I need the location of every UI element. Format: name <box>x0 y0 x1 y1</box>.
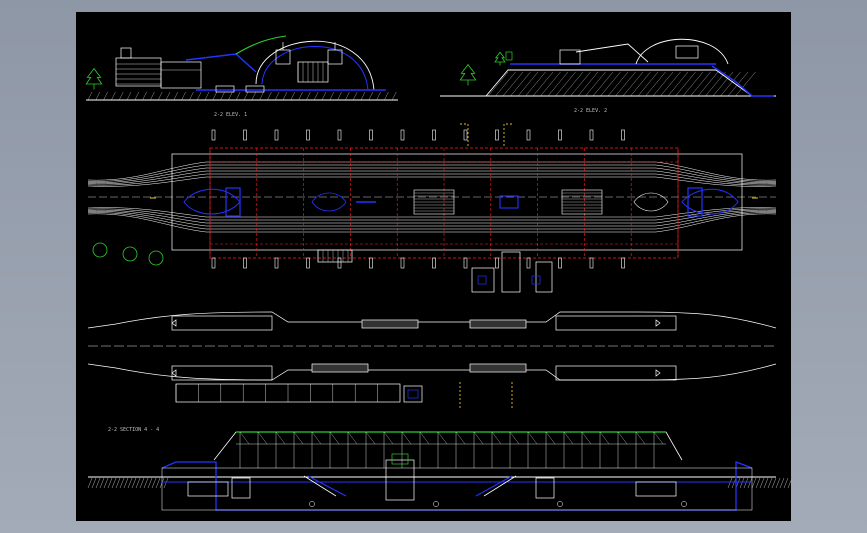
wheel-icon <box>309 501 315 507</box>
wheel-icon <box>681 501 687 507</box>
section-caption: 2-2 SECTION 4 - 4 <box>108 427 159 433</box>
track-plan-view <box>87 311 777 408</box>
elevation-caption: 2-2 ELEV. 2 <box>574 108 607 114</box>
tree-icon <box>85 67 103 90</box>
cad-drawing[interactable]: 2-2 ELEV. 1 2-2 ELEV. 2 2-2 SECTION 4 - … <box>76 12 791 521</box>
tree-icon <box>92 242 108 258</box>
tree-icon <box>122 246 138 262</box>
plan-caption: 2-2 ELEV. 1 <box>214 112 247 118</box>
longitudinal-section-view <box>87 431 791 511</box>
side-elevation-view <box>440 38 776 97</box>
cad-viewport[interactable]: 2-2 ELEV. 1 2-2 ELEV. 2 2-2 SECTION 4 - … <box>76 12 791 521</box>
tree-icon <box>148 250 164 266</box>
station-plan-view <box>87 123 777 293</box>
tree-icon <box>494 51 506 66</box>
tree-icon <box>459 63 477 86</box>
wheel-icon <box>557 501 563 507</box>
front-elevation-view <box>85 35 398 101</box>
wheel-icon <box>433 501 439 507</box>
